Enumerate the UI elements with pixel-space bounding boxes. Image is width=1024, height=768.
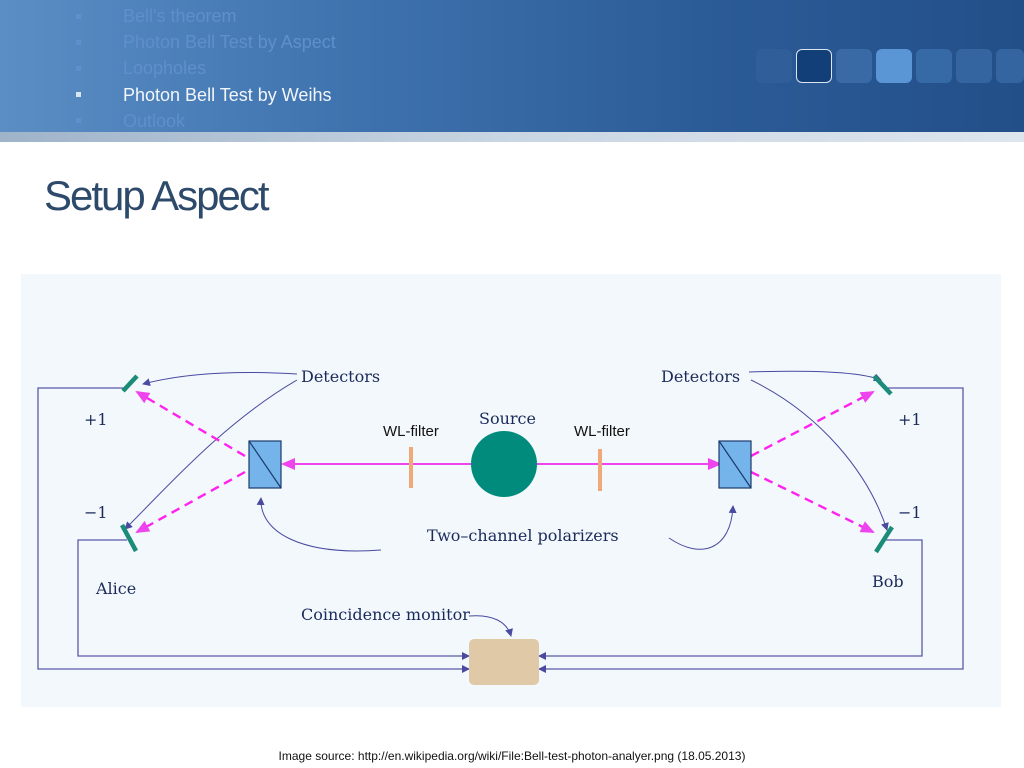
image-source-caption: Image source: http://en.wikipedia.org/wi…	[278, 749, 746, 763]
detectors	[120, 374, 894, 554]
header-banner: Bell's theorem Photon Bell Test by Aspec…	[0, 0, 1024, 132]
label-coincidence-monitor: Coincidence monitor	[301, 605, 470, 624]
photon-source	[471, 431, 537, 497]
progress-square[interactable]	[916, 49, 952, 83]
label-detectors-right: Detectors	[661, 367, 740, 386]
polarizer-right	[718, 440, 752, 489]
square-bullet-icon	[76, 13, 81, 19]
wire-left-inner	[77, 539, 470, 660]
square-bullet-icon	[76, 39, 81, 45]
nav-item-label: Outlook	[123, 110, 186, 131]
beam-left-minus1	[135, 470, 246, 534]
square-bullet-icon	[76, 118, 81, 124]
wire-right-inner	[538, 539, 923, 660]
wire-left-outer	[37, 387, 470, 673]
nav-item-aspect[interactable]: Photon Bell Test by Aspect	[76, 29, 336, 55]
setup-diagram: Detectors Detectors Source WL-filter WL-…	[21, 274, 1001, 707]
slide-title: Setup Aspect	[44, 172, 270, 219]
wire-right-outer	[538, 387, 964, 673]
detector-right-plus1	[872, 374, 893, 396]
nav-item-label: Bell's theorem	[123, 6, 237, 27]
polarizer-left	[248, 440, 282, 489]
label-minus1-left: −1	[84, 503, 108, 522]
leader-polarizer-left	[256, 497, 382, 552]
beam-left-plus1	[135, 390, 246, 458]
detector-left-minus1	[120, 523, 138, 553]
square-bullet-icon	[76, 65, 81, 71]
label-minus1-right: −1	[898, 503, 922, 522]
nav-item-outlook[interactable]: Outlook	[76, 108, 336, 132]
progress-square[interactable]	[956, 49, 992, 83]
nav-item-bells-theorem[interactable]: Bell's theorem	[76, 3, 336, 29]
label-plus1-left: +1	[84, 410, 108, 429]
detector-right-minus1	[874, 525, 894, 554]
nav-item-loopholes[interactable]: Loopholes	[76, 55, 336, 81]
signal-wires	[37, 387, 964, 673]
label-alice: Alice	[95, 579, 136, 598]
nav-item-label: Loopholes	[123, 58, 207, 79]
split-beams	[135, 390, 875, 534]
detector-left-plus1	[121, 374, 139, 393]
label-wl-filter-right: WL-filter	[574, 423, 630, 440]
progress-square[interactable]	[876, 49, 912, 83]
beam-right-plus1	[750, 390, 875, 458]
leader-detectors-right-top	[748, 370, 882, 382]
label-polarizers: Two–channel polarizers	[427, 526, 619, 545]
wl-filter-left	[409, 447, 413, 488]
nav-item-weihs[interactable]: Photon Bell Test by Weihs	[76, 82, 336, 108]
wl-filter-right	[598, 449, 602, 491]
square-bullet-icon	[76, 92, 81, 98]
nav-item-label: Photon Bell Test by Aspect	[123, 32, 336, 53]
label-detectors-left: Detectors	[301, 367, 380, 386]
leader-detectors-left-bottom	[124, 379, 298, 530]
label-bob: Bob	[872, 572, 904, 591]
label-source: Source	[479, 409, 536, 428]
label-plus1-right: +1	[898, 410, 922, 429]
leader-coincidence	[468, 615, 513, 637]
leader-polarizer-right	[668, 505, 737, 550]
nav-item-label: Photon Bell Test by Weihs	[123, 84, 332, 105]
header-divider	[0, 132, 1024, 142]
leader-detectors-left-top	[142, 371, 298, 387]
progress-square[interactable]	[996, 49, 1024, 83]
setup-diagram-svg: Detectors Detectors Source WL-filter WL-…	[37, 367, 964, 685]
progress-square[interactable]	[836, 49, 872, 83]
nav-outline: Bell's theorem Photon Bell Test by Aspec…	[76, 3, 336, 132]
leader-detectors-right-bottom	[750, 379, 889, 531]
label-wl-filter-left: WL-filter	[383, 423, 439, 440]
beam-right-minus1	[750, 470, 875, 534]
coincidence-monitor-box	[469, 639, 539, 685]
leader-arrows	[124, 370, 889, 637]
progress-square-current[interactable]	[796, 49, 832, 83]
progress-square[interactable]	[756, 49, 792, 83]
